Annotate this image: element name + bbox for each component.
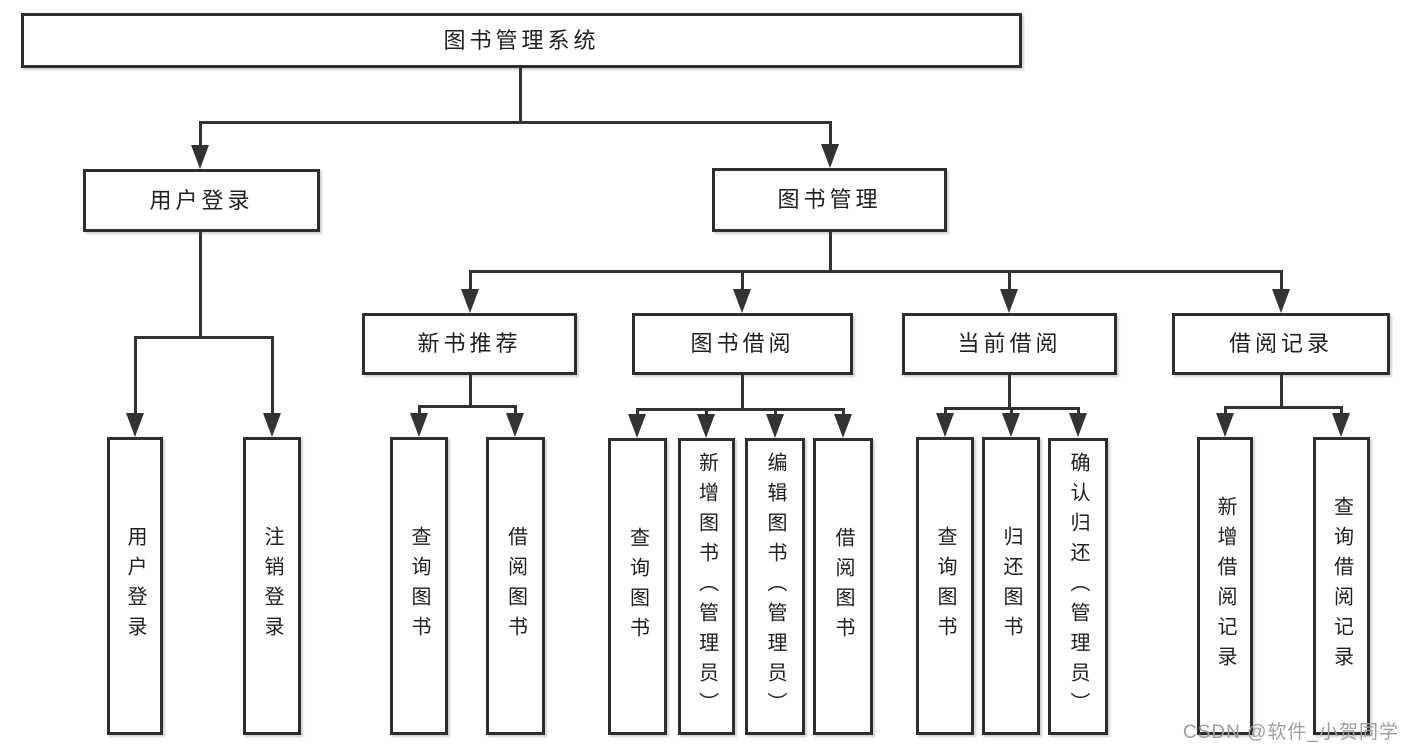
node-book-borrowing: 图书借阅 [632,313,853,375]
connector-line [829,232,832,270]
node-label: 确认归还（管理员） [1067,451,1089,722]
connector-line [469,270,1283,273]
arrow-down-icon [936,407,954,437]
arrow-down-icon [410,405,428,437]
csdn-watermark: CSDN @软件_小贺同学 [1183,722,1399,743]
node-label: 注销登录 [261,526,283,646]
arrow-down-icon [1272,270,1290,313]
leaf-query-books: 查询图书 [916,437,974,735]
leaf-return-books: 归还图书 [982,437,1040,735]
node-label: 新书推荐 [417,331,522,356]
node-label: 图书借阅 [690,331,795,356]
connector-line [1008,375,1011,407]
node-label: 新增图书（管理员） [695,451,718,722]
arrow-down-icon [1000,270,1018,313]
arrow-down-icon [1216,406,1234,437]
connector-line [134,336,274,339]
connector-line [1224,406,1343,409]
node-label: 查询图书 [408,526,430,646]
node-label: 新增借阅记录 [1214,496,1236,676]
node-current-borrowing: 当前借阅 [902,313,1117,375]
arrow-down-icon [628,408,646,438]
node-label: 图书管理 [777,187,882,212]
arrow-down-icon [1069,407,1087,437]
leaf-add-borrow-record: 新增借阅记录 [1197,437,1253,735]
node-book-management: 图书管理 [712,168,947,232]
arrow-down-icon [126,336,144,437]
node-label: 借阅记录 [1228,331,1333,356]
connector-line [741,375,744,408]
arrow-down-icon [263,336,281,437]
leaf-user-login: 用户登录 [107,437,163,735]
connector-line [199,121,832,124]
leaf-query-borrow-record: 查询借阅记录 [1313,437,1370,735]
node-label: 查询图书 [934,526,956,646]
arrow-down-icon [461,270,479,313]
arrow-down-icon [733,270,751,313]
node-borrow-records: 借阅记录 [1172,313,1390,375]
arrow-down-icon [1002,407,1020,437]
connector-line [418,405,517,408]
connector-line [1280,375,1283,406]
arrow-down-icon [834,408,852,438]
node-label: 编辑图书（管理员） [764,451,786,722]
node-label: 归还图书 [1000,526,1022,646]
arrow-down-icon [506,405,524,437]
node-user-login: 用户登录 [83,169,320,232]
connector-line [199,232,202,336]
connector-line [519,68,522,121]
leaf-borrow-books: 借阅图书 [813,438,873,735]
arrow-down-icon [1332,406,1350,437]
connector-line [636,408,845,411]
connector-line [469,375,472,405]
leaf-logout: 注销登录 [243,437,301,735]
leaf-query-books: 查询图书 [608,438,667,735]
node-label: 借阅图书 [832,526,854,647]
leaf-borrow-books: 借阅图书 [486,437,545,735]
leaf-edit-book-admin: 编辑图书（管理员） [745,438,805,735]
arrow-down-icon [697,408,715,438]
node-label: 借阅图书 [504,526,527,646]
node-label: 图书管理系统 [443,27,600,53]
node-label: 查询图书 [626,526,649,647]
node-label: 查询借阅记录 [1330,496,1353,676]
node-new-book-recommendation: 新书推荐 [362,313,577,375]
node-label: 用户登录 [149,187,254,213]
leaf-add-book-admin: 新增图书（管理员） [678,438,735,735]
node-label: 当前借阅 [957,331,1062,356]
arrow-down-icon [821,121,839,168]
arrow-down-icon [191,121,209,169]
leaf-confirm-return-admin: 确认归还（管理员） [1048,438,1108,735]
node-library-management-system: 图书管理系统 [21,13,1022,68]
arrow-down-icon [766,408,784,438]
leaf-query-books: 查询图书 [390,437,448,735]
node-label: 用户登录 [124,526,146,646]
